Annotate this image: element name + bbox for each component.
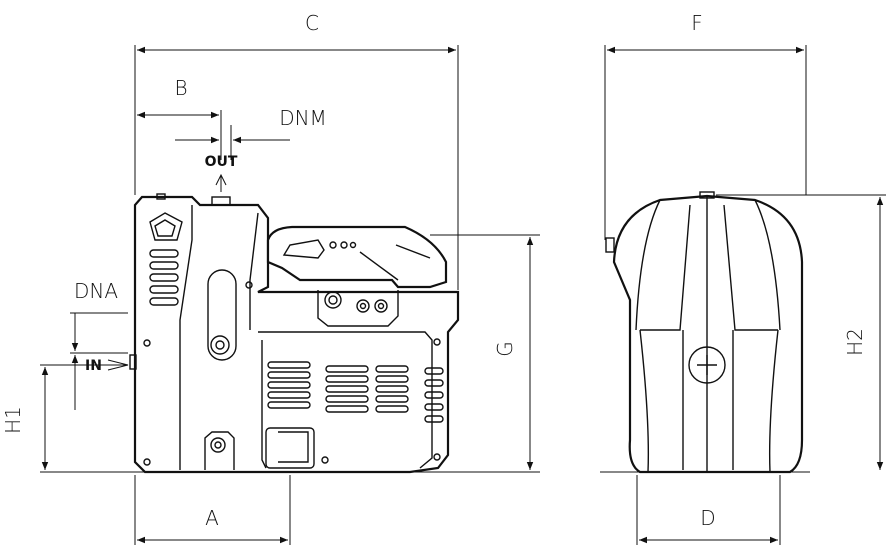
center-vents [267,361,409,413]
side-view [605,191,804,474]
dimension-lines [40,45,886,545]
label-C: C [305,11,319,35]
side-body-outline [612,194,804,474]
logo-pentagon [149,212,183,241]
label-F: F [691,11,703,35]
label-D: D [700,506,715,530]
slot [207,269,237,361]
right-vents [424,367,444,423]
drain-box [265,427,315,469]
label-OUT: OUT [205,154,238,170]
label-G: G [493,341,517,357]
left-vents [149,249,179,306]
label-H2: H2 [843,328,867,356]
label-DNM: DNM [279,106,327,130]
dimension-labels: C F B DNM OUT DNA IN G H1 H2 A D [1,11,867,530]
column [179,205,193,470]
label-B: B [174,76,187,100]
label-DNA: DNA [74,279,118,303]
label-A: A [205,506,219,530]
motor-top [266,225,448,289]
pump-body-outline [133,195,460,474]
control-panel [317,290,399,327]
side-port [688,346,726,384]
handle [282,239,325,259]
label-IN: IN [85,358,102,374]
label-H1: H1 [1,406,25,434]
front-view [129,193,460,474]
